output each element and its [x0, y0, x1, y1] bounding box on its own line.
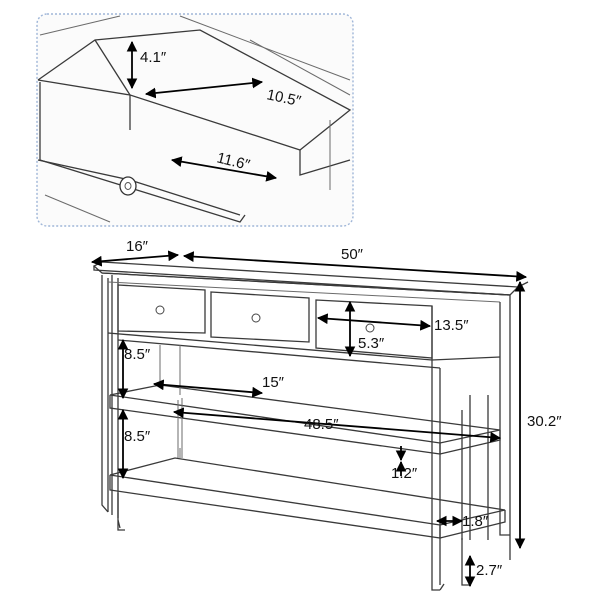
top-depth-arrow	[90, 250, 180, 267]
drawer-left	[117, 284, 206, 334]
inset-frame	[36, 13, 354, 227]
inset-depth-label: 4.1″	[140, 49, 167, 66]
dimension-annotations: 16″ 50″ 30.2″ 5.3″ 13.5″ 8.5″ 8.5″ 15″ 4…	[90, 238, 562, 588]
upper-gap-label: 8.5″	[124, 346, 151, 363]
drawer-inset: 4.1″ 10.5″ 11.6″	[36, 13, 354, 227]
top-width-label: 50″	[341, 246, 364, 263]
shelf-width-arrow	[172, 407, 502, 443]
shelf-width-label: 48.5″	[304, 416, 339, 433]
drawer-sketch	[37, 15, 352, 223]
shelf-depth-label: 15″	[262, 374, 285, 391]
drawer-width-arrow	[316, 313, 432, 331]
shelf-thickness-label: 1.2″	[391, 465, 418, 482]
shelf-depth-arrow	[152, 379, 264, 398]
top-depth-label: 16″	[126, 238, 149, 255]
lower-gap-label: 8.5″	[124, 428, 151, 445]
drawer-height-label: 5.3″	[358, 335, 385, 352]
total-height-label: 30.2″	[527, 413, 562, 430]
drawer-knob	[119, 176, 137, 196]
drawer-width-label: 13.5″	[434, 317, 469, 334]
drawer-center	[210, 291, 310, 343]
inset-width-label: 10.5″	[265, 86, 303, 110]
leg-width-label: 1.8″	[462, 513, 489, 530]
ground-clearance-label: 2.7″	[476, 562, 503, 579]
top-width-arrow	[182, 251, 528, 282]
inset-length-arrow	[170, 156, 278, 182]
inset-width-arrow	[144, 77, 264, 99]
